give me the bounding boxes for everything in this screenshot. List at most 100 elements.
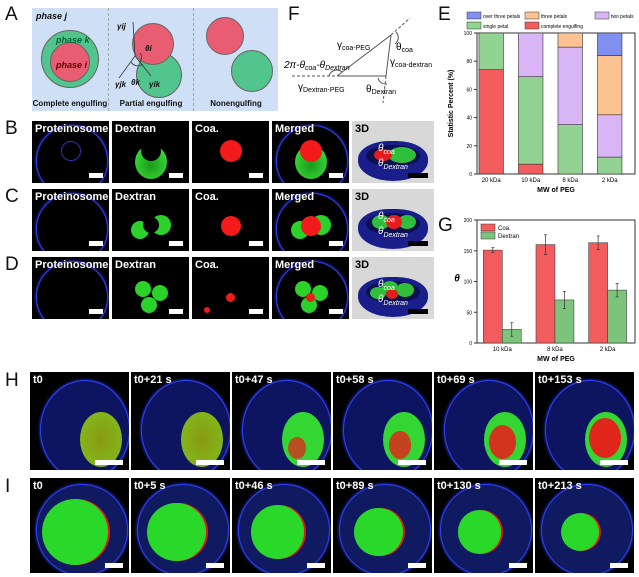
legend-label: two petals	[611, 14, 634, 20]
scale-bar	[610, 563, 628, 568]
legend-swatch	[480, 231, 496, 240]
timestamp-label: t0+47 s	[235, 374, 273, 386]
panel-label-g: G	[438, 215, 453, 236]
phase-i-circle	[206, 17, 244, 55]
dextran-droplet	[312, 285, 328, 301]
coa-droplet	[220, 140, 242, 162]
gamma-coa-peg-label: γcoa-PEG	[337, 40, 370, 52]
channel-label: Coa.	[195, 123, 219, 135]
y-tick-label: 50	[466, 310, 472, 316]
scale-bar	[408, 563, 426, 568]
theta-coa-subscript: coa	[383, 285, 395, 292]
scale-bar	[169, 173, 183, 178]
theta-coa-symbol: θ	[378, 143, 384, 154]
scale-bar	[105, 563, 123, 568]
bar-segment-complete-engulfing	[518, 163, 544, 175]
panel-label-e: E	[438, 4, 451, 25]
bar-dextran	[607, 289, 627, 344]
channel-label: Dextran	[115, 123, 156, 135]
timelapse-frame-h-2: t0+47 s	[232, 372, 331, 470]
timelapse-frame-i-5: t0+213 s	[535, 478, 634, 573]
timelapse-frame-h-3: t0+58 s	[333, 372, 432, 470]
bar-segment-single-petal	[518, 76, 544, 165]
gamma-ij-label: γij	[117, 22, 126, 31]
channel-label: Dextran	[115, 259, 156, 271]
coa-droplet	[221, 216, 241, 236]
phase-i-label: phase i	[56, 60, 88, 70]
channel-label: 3D	[355, 191, 370, 203]
legend-label: Dextran	[498, 234, 519, 240]
tension-triangle-diagram: γcoa-PEG θcoa γcoa-dextran 2π-θcoa-θDext…	[283, 17, 432, 104]
panel-label-d: D	[5, 254, 19, 275]
micrograph-c-dextran: Dextran	[112, 189, 189, 251]
micrograph-d-proteinosome: Proteinosome	[32, 257, 109, 319]
phase-j-label: phase j	[36, 11, 68, 21]
dextran-droplet	[561, 513, 599, 551]
scale-bar	[329, 173, 343, 178]
dextran-droplet	[398, 215, 416, 229]
scale-bar	[89, 241, 103, 246]
timestamp-label: t0	[33, 374, 43, 386]
bar-segment-two-petals	[597, 114, 623, 158]
scale-bar	[408, 173, 428, 178]
channel-label: Proteinosome	[35, 191, 109, 203]
gamma-ik-label: γik	[149, 80, 161, 89]
timestamp-label: t0+153 s	[538, 374, 582, 386]
timelapse-frame-h-0: t0	[30, 372, 129, 470]
nonengulfing-section: Nonengulfing	[194, 8, 278, 111]
dextran-coa-droplet	[80, 412, 122, 467]
coa-droplet	[386, 215, 402, 229]
y-tick-label: 60	[466, 87, 472, 93]
timestamp-label: t0+89 s	[336, 480, 374, 492]
theta-dextran-label: θDextran	[366, 84, 396, 96]
theta-dextran-symbol: θ	[378, 158, 384, 169]
bar-segment-single-petal	[557, 124, 583, 175]
timelapse-frame-i-2: t0+46 s	[232, 478, 331, 573]
legend-label: Coa.	[498, 226, 511, 232]
theta-coa-symbol: θ	[378, 211, 384, 222]
timelapse-frame-i-4: t0+130 s	[434, 478, 533, 573]
panel-label-b: B	[5, 118, 18, 139]
x-tick-label: 2 kDa	[600, 347, 616, 353]
partial-engulfing-section: γij θi γjk θk γik Partial engulfing	[109, 8, 194, 111]
phase-i-circle	[132, 23, 174, 65]
y-tick-label: 40	[466, 116, 472, 122]
theta-dextran-subscript: Dextran	[383, 300, 408, 307]
bar-coa	[483, 249, 503, 344]
phase-i-circle	[50, 42, 90, 82]
plot-frame	[476, 32, 636, 175]
coa-droplet	[386, 289, 398, 299]
gamma-jk-label: γjk	[115, 80, 127, 89]
y-tick-label: 0	[469, 341, 472, 347]
legend-label: over three petals	[483, 14, 521, 20]
scale-bar	[206, 563, 224, 568]
bar-segment-three-petals	[557, 32, 583, 48]
theta-dextran-subscript: Dextran	[383, 164, 408, 171]
scale-bar	[509, 563, 527, 568]
x-tick-label: 8 kDa	[547, 347, 563, 353]
x-tick-label: 10 kDa	[521, 178, 541, 184]
gamma-coa-dextran-label: γcoa-dextran	[390, 57, 432, 69]
inner-void	[61, 141, 81, 161]
channel-label: Proteinosome	[35, 259, 109, 271]
scale-bar	[249, 241, 263, 246]
micrograph-b-merged: Merged	[272, 121, 349, 183]
scale-bar	[169, 309, 183, 314]
tension-vectors	[118, 21, 152, 79]
micrograph-c-merged: Merged	[272, 189, 349, 251]
caption-partial: Partial engulfing	[119, 99, 183, 108]
timestamp-label: t0+46 s	[235, 480, 273, 492]
theta-coa-label: θcoa	[396, 42, 413, 54]
coa-droplet	[374, 149, 392, 161]
coa-phase	[589, 418, 621, 459]
coa-droplet	[226, 293, 235, 302]
panel-label-a: A	[5, 4, 18, 25]
y-axis-title: Statistic Percent (%)	[448, 70, 455, 138]
